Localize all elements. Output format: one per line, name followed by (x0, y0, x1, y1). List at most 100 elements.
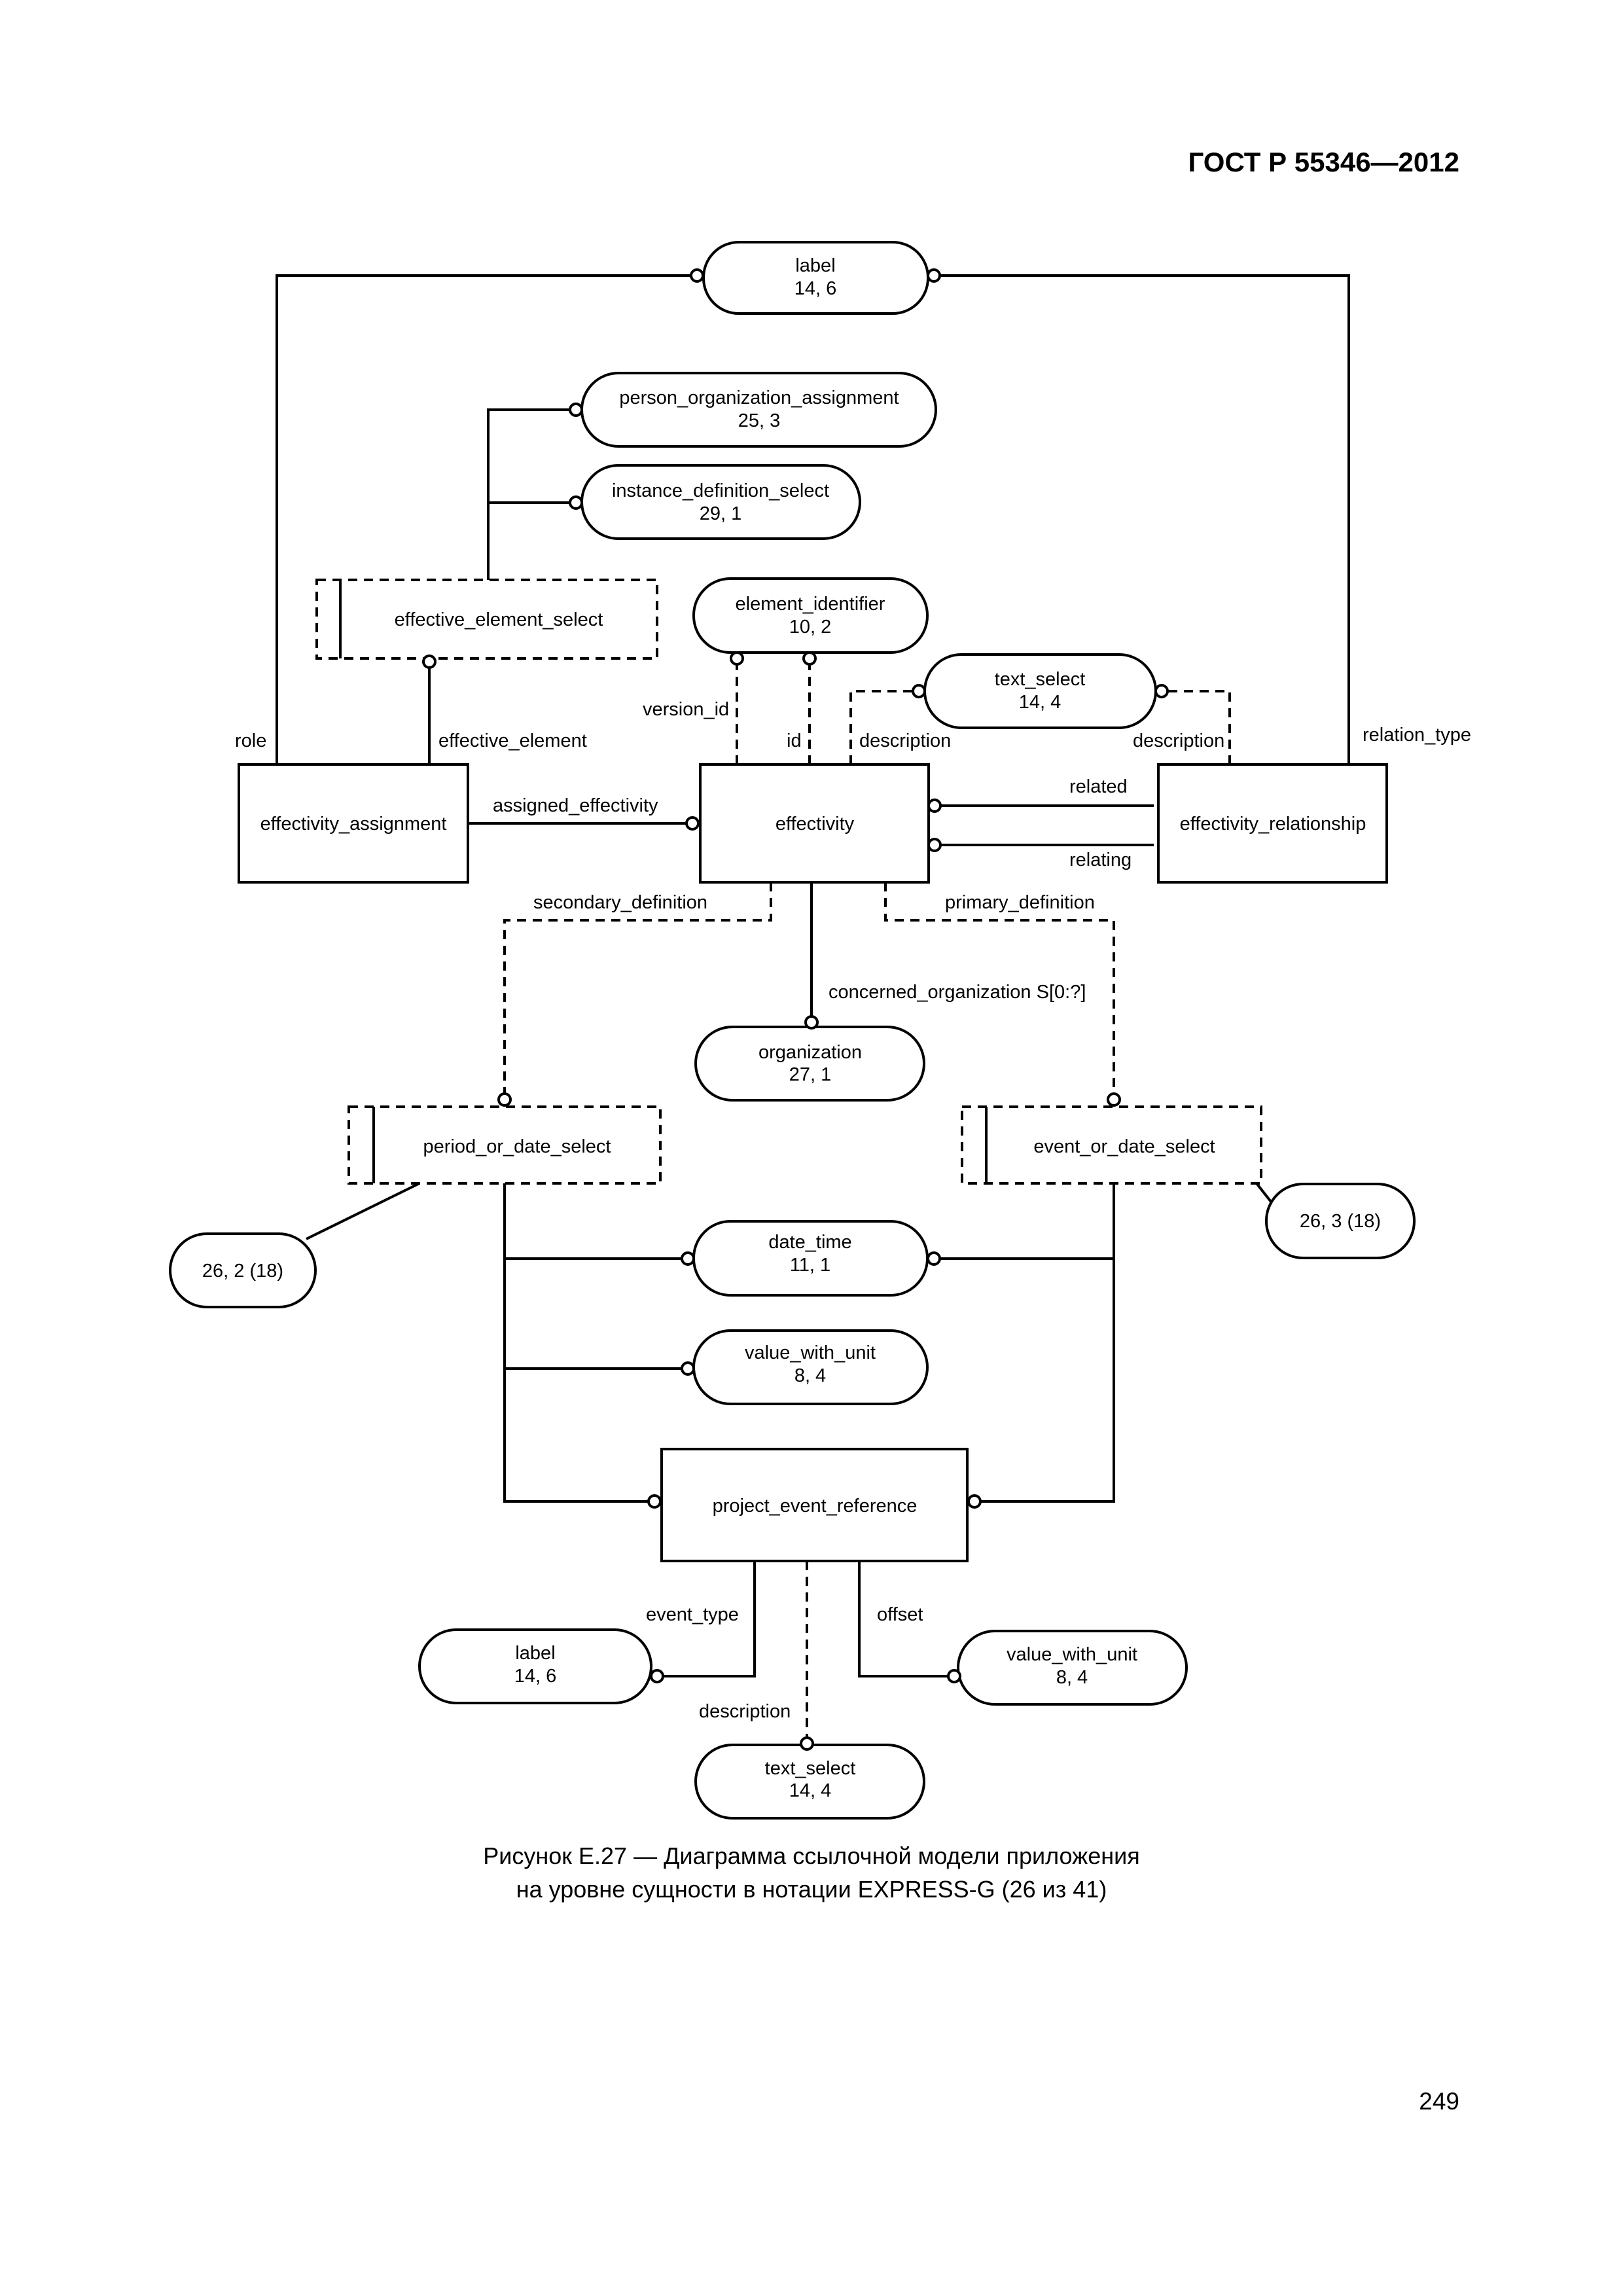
period-branch-line-3 (503, 1369, 650, 1503)
period-branch-line-1 (503, 1183, 686, 1260)
ref-element-identifier-name: element_identifier (736, 594, 885, 615)
entity-project-event-reference: project_event_reference (660, 1448, 969, 1562)
ref-label-bottom-name: label (515, 1643, 555, 1664)
attr-event-type: event_type (646, 1604, 739, 1625)
select-period-or-date-select-label: period_or_date_select (423, 1136, 611, 1157)
ref-organization-name: organization (758, 1042, 862, 1063)
attr-description-effectivity: description (859, 730, 951, 751)
relation-type-line (935, 274, 1350, 764)
entity-project-event-reference-label: project_event_reference (713, 1496, 918, 1516)
ref-label-top-name: label (795, 255, 835, 276)
page-number: 249 (1419, 2088, 1459, 2115)
page-ref-left-line (306, 1182, 420, 1240)
ref-label-top-page: 14, 6 (794, 278, 837, 299)
entity-effectivity-assignment: effectivity_assignment (238, 763, 469, 884)
entity-effectivity-label: effectivity (776, 814, 855, 834)
ref-text-select-bottom-page: 14, 4 (789, 1780, 832, 1801)
select-period-or-date-select: period_or_date_select (348, 1105, 662, 1185)
circle-id (802, 651, 817, 666)
circle-version-id (730, 651, 744, 666)
circle-date-time-left (681, 1251, 695, 1266)
attr-role: role (235, 730, 266, 751)
circle-project-event-left (647, 1494, 662, 1509)
circle-concerned-organization (804, 1015, 819, 1030)
circle-offset (947, 1669, 961, 1683)
description-effectivity-line (849, 690, 917, 764)
circle-secondary-definition (497, 1092, 512, 1107)
ref-date-time-name: date_time (768, 1232, 851, 1253)
attr-relating: relating (1069, 850, 1132, 870)
ref-value-with-unit-mid-name: value_with_unit (745, 1342, 876, 1363)
ref-value-with-unit-mid-page: 8, 4 (794, 1365, 826, 1386)
attr-id: id (787, 730, 802, 751)
attr-primary-definition: primary_definition (945, 892, 1095, 913)
role-line (276, 274, 696, 764)
circle-related (927, 798, 942, 813)
ref-text-select-bottom-name: text_select (765, 1758, 856, 1779)
circle-event-type (650, 1669, 664, 1683)
ref-person-organization-assignment: person_organization_assignment 25, 3 (580, 372, 937, 448)
entity-effectivity-relationship: effectivity_relationship (1157, 763, 1388, 884)
figure-caption-line-1: Рисунок Е.27 — Диаграмма ссылочной модел… (483, 1842, 1140, 1869)
select-event-or-date-select: event_or_date_select (961, 1105, 1262, 1185)
event-type-line (662, 1561, 756, 1677)
attr-relation-type: relation_type (1363, 725, 1471, 745)
attr-secondary-definition: secondary_definition (533, 892, 707, 913)
circle-value-with-unit-mid (681, 1361, 695, 1376)
relation-end-circles (422, 268, 1169, 1751)
ref-organization: organization 27, 1 (694, 1026, 925, 1102)
circle-date-time-right (927, 1251, 941, 1266)
circle-description-event (800, 1736, 814, 1751)
ref-text-select-top: text_select 14, 4 (923, 653, 1157, 729)
ref-label-bottom: label 14, 6 (418, 1628, 652, 1704)
select-effective-element-select-label: effective_element_select (395, 609, 603, 630)
secondary-definition-line (503, 882, 772, 1093)
attr-effective-element: effective_element (438, 730, 587, 751)
ref-value-with-unit-bottom: value_with_unit 8, 4 (957, 1630, 1188, 1706)
ref-text-select-bottom: text_select 14, 4 (694, 1744, 925, 1820)
period-branch-line-2 (503, 1259, 686, 1370)
offset-line (858, 1561, 952, 1677)
primary-definition-line (884, 882, 1115, 1093)
circle-assigned-effectivity (685, 816, 700, 831)
circle-primary-definition (1107, 1092, 1121, 1107)
entity-effectivity: effectivity (699, 763, 930, 884)
ref-text-select-top-page: 14, 4 (1019, 692, 1061, 713)
circle-project-event-right (967, 1494, 982, 1509)
attr-description-relationship: description (1133, 730, 1224, 751)
circle-instance-definition-select (569, 495, 583, 510)
ref-label-top: label 14, 6 (702, 241, 929, 315)
ref-instance-definition-select-name: instance_definition_select (612, 480, 829, 501)
document-code: ГОСТ Р 55346—2012 (1188, 147, 1459, 177)
attr-assigned-effectivity: assigned_effectivity (493, 795, 658, 816)
description-relationship-line (1163, 690, 1231, 764)
circle-relating (927, 838, 942, 852)
circle-person-organization-assignment (569, 403, 583, 417)
ref-date-time: date_time 11, 1 (692, 1220, 929, 1297)
attr-offset: offset (877, 1604, 923, 1625)
attribute-labels: role effective_element version_id id des… (235, 699, 1471, 1722)
ref-instance-definition-select: instance_definition_select 29, 1 (580, 464, 861, 540)
ref-element-identifier-page: 10, 2 (789, 617, 832, 637)
ref-instance-definition-select-page: 29, 1 (700, 503, 742, 524)
page-ref-right-line (1255, 1182, 1272, 1203)
ref-date-time-page: 11, 1 (790, 1255, 830, 1276)
page-ref-right: 26, 3 (18) (1265, 1183, 1416, 1259)
ref-element-identifier: element_identifier 10, 2 (692, 577, 929, 654)
circle-description-effectivity (912, 684, 926, 698)
ref-person-organization-assignment-name: person_organization_assignment (619, 387, 899, 408)
entity-effectivity-assignment-label: effectivity_assignment (260, 814, 447, 834)
figure-caption-line-2: на уровне сущности в нотации EXPRESS-G (… (516, 1876, 1107, 1903)
select-event-or-date-select-label: event_or_date_select (1033, 1136, 1215, 1157)
attr-related: related (1069, 776, 1128, 797)
ref-label-bottom-page: 14, 6 (514, 1666, 557, 1687)
ref-text-select-top-name: text_select (995, 669, 1086, 690)
page-ref-right-label: 26, 3 (18) (1300, 1211, 1381, 1232)
select-branch-line-1 (487, 408, 574, 580)
relation-lines (276, 274, 1350, 1741)
circle-effective-element (422, 655, 437, 669)
entity-effectivity-relationship-label: effectivity_relationship (1180, 814, 1366, 834)
attr-description-event: description (699, 1701, 791, 1722)
ref-organization-page: 27, 1 (789, 1064, 832, 1085)
